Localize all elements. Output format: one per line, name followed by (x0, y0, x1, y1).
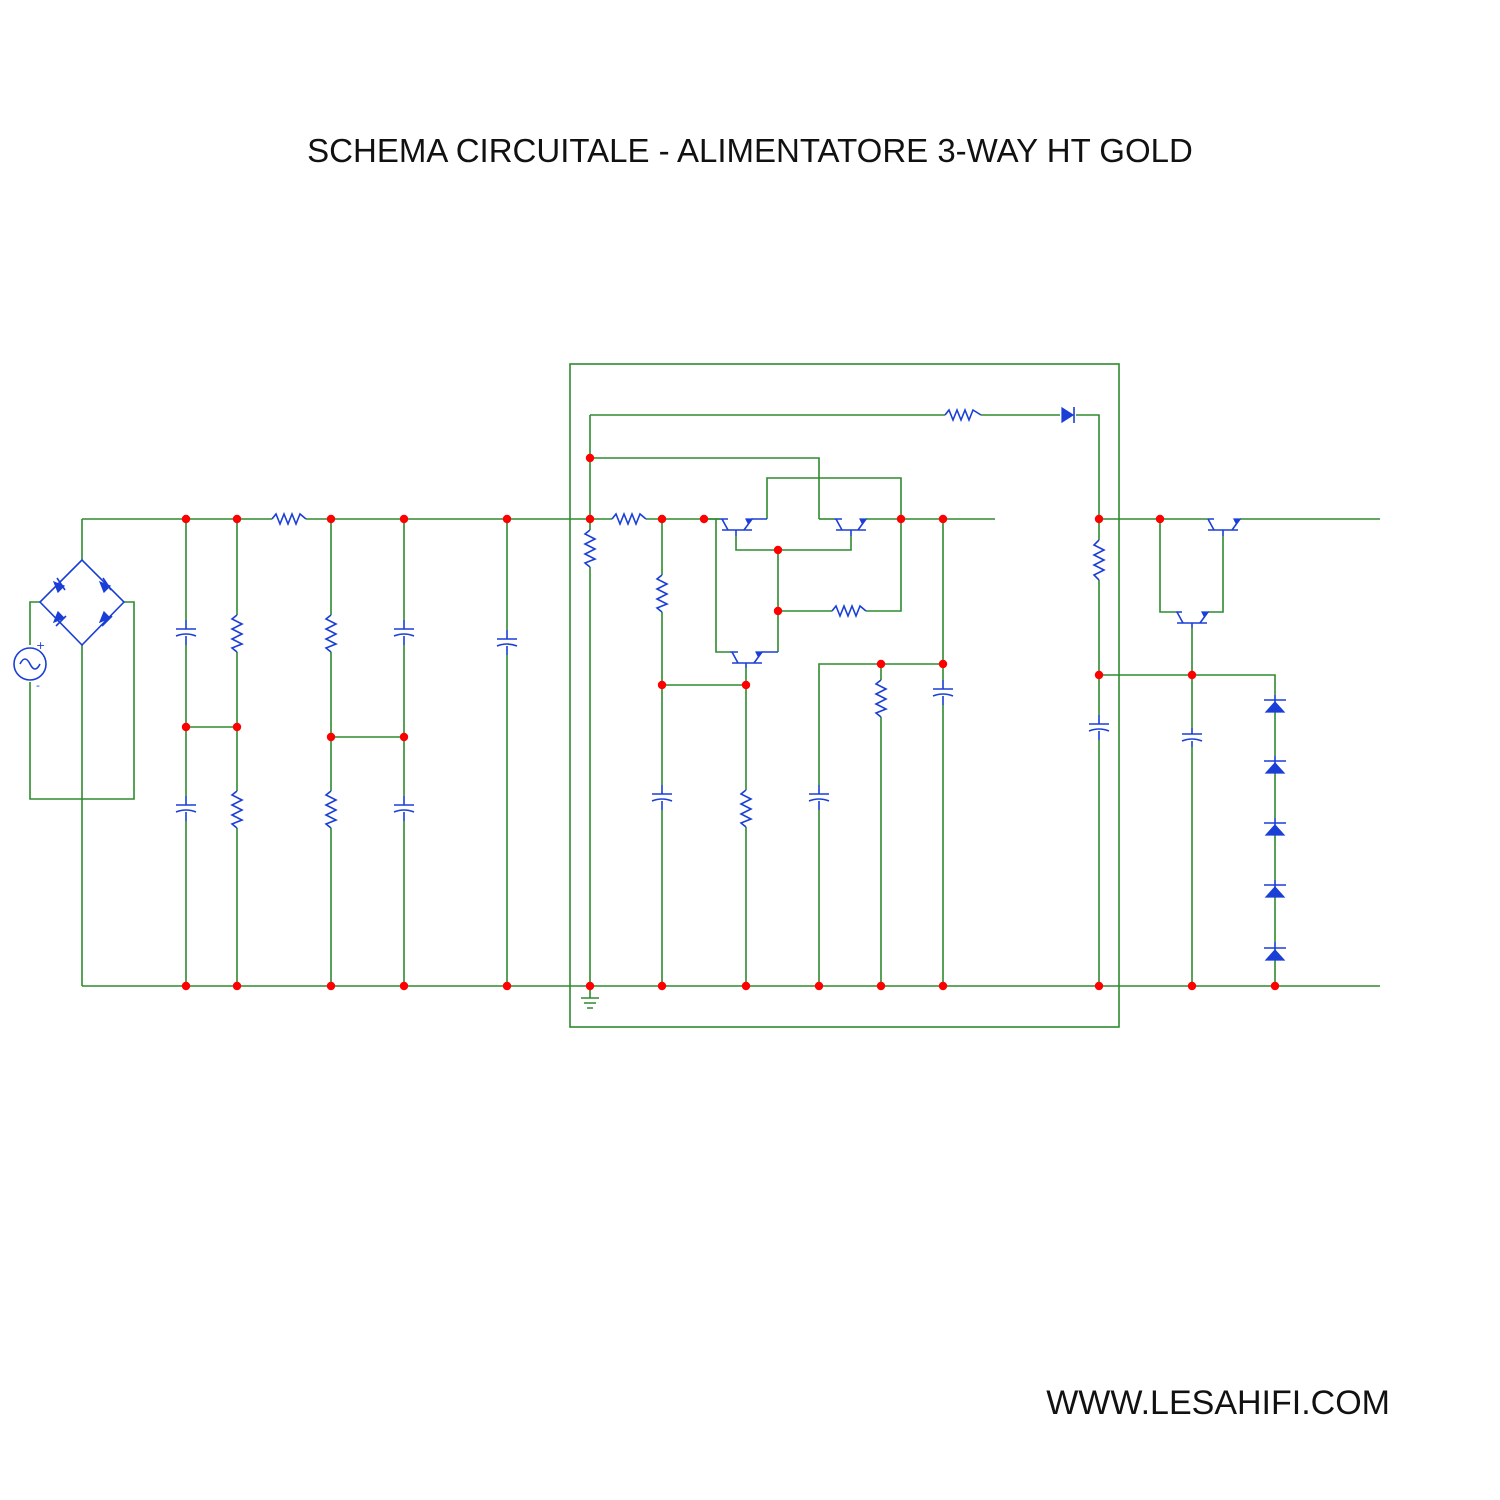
junction-nodes (181, 453, 1280, 991)
resistor-r3 (944, 407, 982, 423)
resistors (230, 407, 1106, 829)
junction-node (657, 680, 667, 690)
junction-node (773, 606, 783, 616)
junction-node (657, 514, 667, 524)
zener-string (1264, 695, 1286, 961)
junction-node (1094, 514, 1104, 524)
junction-node (326, 732, 336, 742)
junction-node (1094, 981, 1104, 991)
junction-node (814, 981, 824, 991)
transistor-q2 (834, 518, 868, 536)
junction-node (1270, 981, 1280, 991)
junction-node (585, 514, 595, 524)
capacitors (175, 620, 1203, 821)
junction-node (502, 514, 512, 524)
source-minus-label: - (36, 679, 40, 692)
ac-source: + - (13, 639, 47, 692)
junction-node (399, 514, 409, 524)
diodes (38, 406, 1286, 961)
junction-node (399, 732, 409, 742)
junction-node (896, 514, 906, 524)
capacitor-c6 (651, 785, 673, 810)
capacitor-c8 (932, 680, 954, 705)
junction-node (181, 981, 191, 991)
capacitor-c5 (496, 630, 518, 655)
junction-node (399, 981, 409, 991)
junction-node (938, 659, 948, 669)
resistor-r10 (655, 574, 669, 613)
resistor-r2 (611, 511, 647, 527)
junction-node (773, 545, 783, 555)
junction-node (502, 981, 512, 991)
transistor-q1 (720, 518, 767, 536)
capacitor-c9 (1088, 715, 1110, 740)
transistor-q3 (730, 651, 778, 668)
resistor-r6 (230, 790, 244, 829)
junction-node (699, 514, 709, 524)
junction-node (938, 981, 948, 991)
junction-node (181, 722, 191, 732)
junction-node (232, 722, 242, 732)
resistor-r1 (271, 511, 307, 527)
capacitor-c4 (393, 796, 415, 821)
junction-node (657, 981, 667, 991)
junction-node (232, 981, 242, 991)
junction-node (741, 680, 751, 690)
junction-node (1155, 514, 1165, 524)
capacitor-c2 (175, 796, 197, 821)
junction-node (326, 981, 336, 991)
capacitor-c7 (808, 785, 830, 810)
transistors (720, 518, 1242, 668)
junction-node (741, 981, 751, 991)
resistor-r9 (583, 529, 597, 568)
junction-node (1187, 981, 1197, 991)
capacitor-c1 (175, 620, 197, 645)
junction-node (585, 981, 595, 991)
source-plus-label: + (36, 639, 45, 652)
junction-node (181, 514, 191, 524)
diode-d1 (1061, 406, 1075, 424)
resistor-r4 (831, 603, 867, 619)
transistor-q4 (1207, 518, 1242, 536)
ground-icon (581, 997, 599, 1009)
resistor-r7 (324, 614, 338, 653)
bridge-rectifier (38, 558, 126, 647)
resistor-r8 (324, 790, 338, 829)
junction-node (326, 514, 336, 524)
resistor-r13 (1092, 539, 1106, 581)
junction-node (1094, 670, 1104, 680)
resistor-r5 (230, 614, 244, 653)
junction-node (585, 453, 595, 463)
wires (29, 363, 1380, 1028)
capacitor-c3 (393, 620, 415, 645)
junction-node (876, 981, 886, 991)
junction-node (1187, 670, 1197, 680)
capacitor-c10 (1181, 728, 1203, 747)
transistor-q5 (1176, 611, 1210, 628)
resistor-r11 (739, 789, 753, 828)
junction-node (876, 659, 886, 669)
junction-node (232, 514, 242, 524)
junction-node (938, 514, 948, 524)
website-url: WWW.LESAHIFI.COM (1046, 1384, 1390, 1422)
page-title: SCHEMA CIRCUITALE - ALIMENTATORE 3-WAY H… (307, 132, 1193, 169)
resistor-r12 (874, 679, 888, 718)
